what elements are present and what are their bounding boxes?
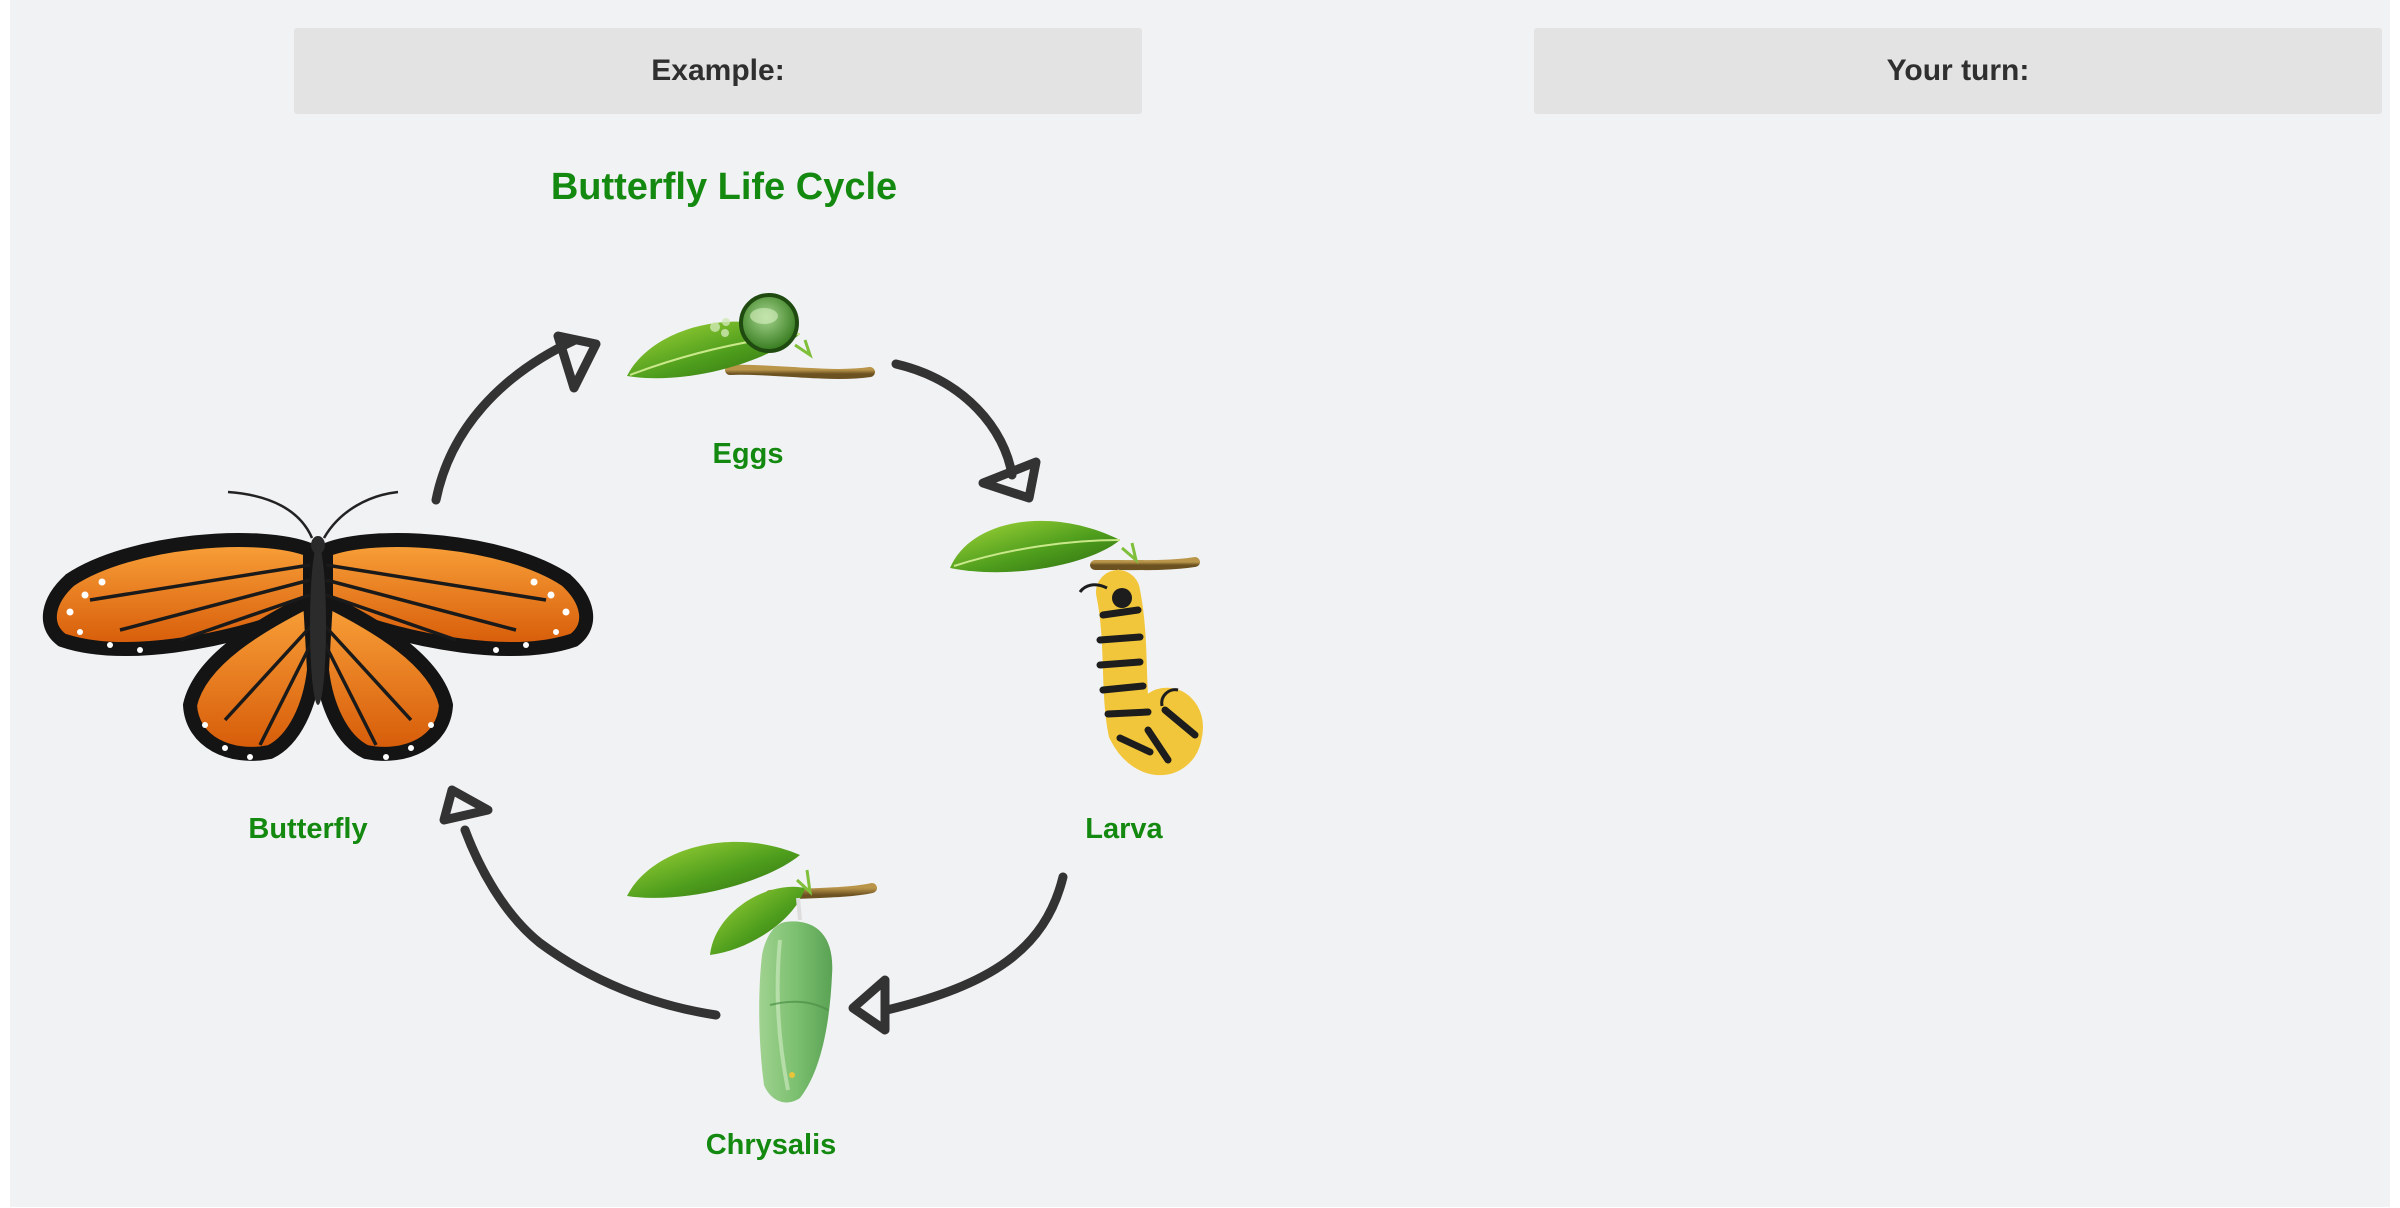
- your-turn-header-label: Your turn:: [1886, 54, 2030, 87]
- example-header-label: Example:: [651, 54, 785, 87]
- arrow-eggs-to-larva: [891, 359, 1041, 503]
- stage-label-butterfly: Butterfly: [248, 813, 368, 845]
- cycle-arrows: [431, 331, 1068, 1035]
- eggs-on-leaf-icon: [627, 293, 875, 379]
- your-turn-header: Your turn:: [1534, 28, 2382, 114]
- life-cycle-diagram: [42, 293, 1203, 1103]
- worksheet-canvas: Example: Your turn: Butterfly Life Cycle: [10, 0, 2390, 1207]
- arrow-butterfly-to-eggs: [431, 331, 601, 505]
- example-header: Example:: [294, 28, 1142, 114]
- stage-label-chrysalis: Chrysalis: [705, 1129, 837, 1161]
- chrysalis-icon: [627, 841, 877, 1103]
- your-turn-workspace[interactable]: [1534, 130, 2382, 1190]
- caterpillar-icon: [950, 520, 1203, 776]
- monarch-butterfly-icon: [42, 490, 594, 761]
- arrow-larva-to-chrysalis: [848, 872, 1068, 1035]
- stage-label-larva: Larva: [1085, 813, 1163, 845]
- diagram-title: Butterfly Life Cycle: [550, 166, 898, 208]
- stage-label-eggs: Eggs: [712, 438, 784, 470]
- arrow-chrysalis-to-butterfly: [439, 785, 721, 1020]
